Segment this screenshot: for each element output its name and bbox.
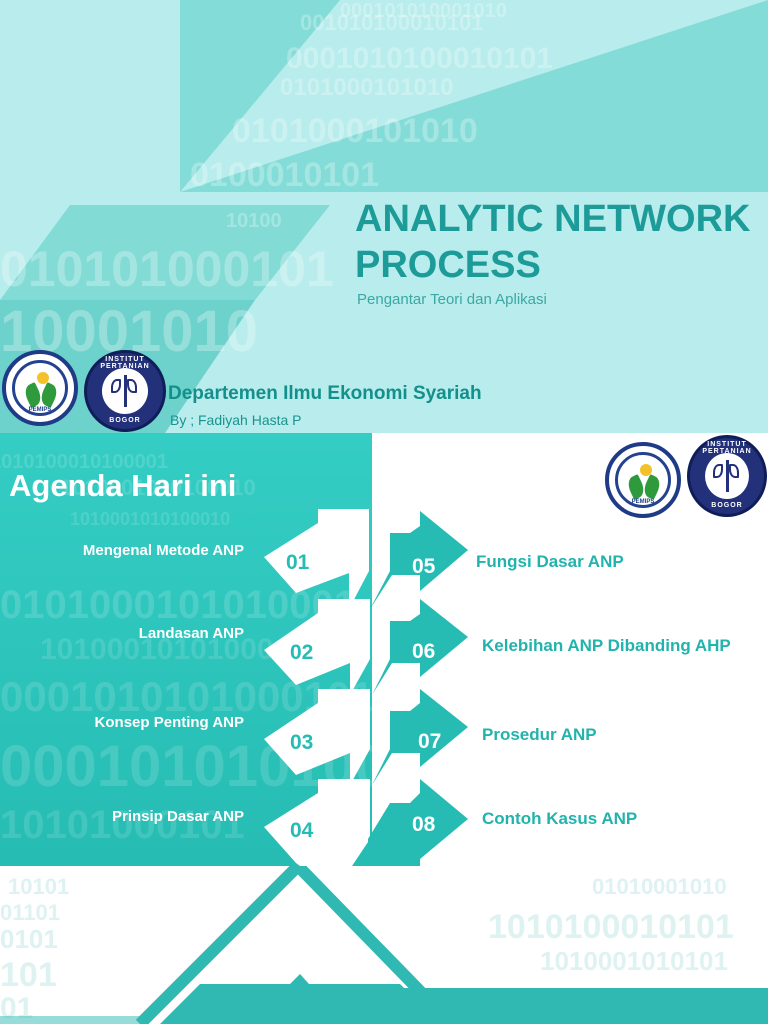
- agenda-title: Agenda Hari ini: [9, 468, 237, 503]
- arrow-06: [372, 599, 468, 695]
- binary-decoration: 1010001010100010: [40, 633, 307, 666]
- arrow-04: [264, 779, 370, 866]
- author-line: By ; Fadiyah Hasta P: [170, 412, 302, 428]
- binary-decoration: 000101010001010: [340, 0, 507, 22]
- binary-decoration: 0101000101010: [280, 74, 454, 101]
- slide-agenda: 1010100010100001 1010001010100010 101000…: [0, 433, 768, 866]
- agenda-num-05: 05: [412, 555, 436, 578]
- arrow-05: [370, 511, 468, 609]
- agenda-item-03-label: Konsep Penting ANP: [94, 714, 244, 731]
- agenda-num-04: 04: [290, 819, 314, 842]
- agenda-num-02: 02: [290, 641, 313, 664]
- binary-decoration: 10101000101: [0, 803, 245, 847]
- arrow-01: [264, 509, 369, 609]
- pemips-logo: PEMIPS: [2, 350, 78, 426]
- ipb-logo: INSTITUT PERTANIAN BOGOR: [84, 350, 166, 432]
- agenda-num-07: 07: [418, 730, 441, 753]
- title-line-2: PROCESS: [355, 244, 541, 286]
- binary-decoration: 10100: [226, 210, 282, 232]
- agenda-item-01-label: Mengenal Metode ANP: [82, 542, 244, 559]
- agenda-num-01: 01: [286, 551, 310, 574]
- department-name: Departemen Ilmu Ekonomi Syariah: [168, 383, 482, 404]
- arrow-07: [372, 689, 468, 785]
- binary-decoration: 01101: [0, 900, 60, 925]
- arrow-08: [368, 779, 468, 866]
- binary-decoration: 101: [0, 956, 57, 994]
- presentation-subtitle: Pengantar Teori dan Aplikasi: [357, 291, 547, 308]
- agenda-num-03: 03: [290, 731, 313, 754]
- pemips-logo: PEMIPS: [605, 442, 681, 518]
- slide3-shapes: [0, 866, 768, 1024]
- agenda-item-07-label: Prosedur ANP: [482, 725, 597, 744]
- agenda-num-06: 06: [412, 640, 435, 663]
- presentation-title: ANALYTIC NETWORK PROCESS: [355, 196, 765, 288]
- binary-decoration: 1010100010101: [488, 908, 734, 946]
- binary-decoration: 0001010100010101: [286, 42, 553, 75]
- binary-decoration: 1010001010100010: [70, 509, 231, 529]
- slide-title: 000101010001010 001010100010101 00010101…: [0, 0, 768, 433]
- binary-decoration: 1010100010100001: [0, 451, 168, 473]
- binary-decoration: 001010100010101: [300, 10, 484, 35]
- agenda-item-08-label: Contoh Kasus ANP: [482, 809, 638, 828]
- agenda-arrows: 01 02 03 04 05 06 07 08: [264, 509, 468, 866]
- arrow-02: [264, 599, 370, 695]
- slide1-background-shapes: [0, 0, 768, 433]
- agenda-num-08: 08: [412, 813, 436, 836]
- slide-next-partial: 10101 01101 0101 101 01 01010001010 1010…: [0, 866, 768, 1024]
- title-line-1: ANALYTIC NETWORK: [355, 198, 751, 240]
- binary-decoration: 01010001010: [592, 874, 727, 899]
- binary-decoration: 0101: [0, 924, 58, 954]
- binary-decoration: 10101: [8, 874, 70, 899]
- binary-decoration: 1010001010100010: [60, 475, 256, 500]
- agenda-item-02-label: Landasan ANP: [138, 625, 244, 642]
- agenda-item-04-label: Prinsip Dasar ANP: [112, 808, 244, 825]
- binary-decoration: 1010001010101: [540, 946, 728, 976]
- agenda-item-05-label: Fungsi Dasar ANP: [476, 552, 624, 571]
- agenda-item-06-label: Kelebihan ANP Dibanding AHP: [482, 636, 731, 655]
- ipb-logo: INSTITUT PERTANIAN BOGOR: [687, 435, 767, 517]
- arrow-03: [264, 689, 370, 785]
- binary-decoration: 010101000101: [0, 241, 334, 297]
- binary-decoration: 0100010101: [190, 156, 380, 194]
- binary-decoration: 0101000101010: [232, 112, 478, 150]
